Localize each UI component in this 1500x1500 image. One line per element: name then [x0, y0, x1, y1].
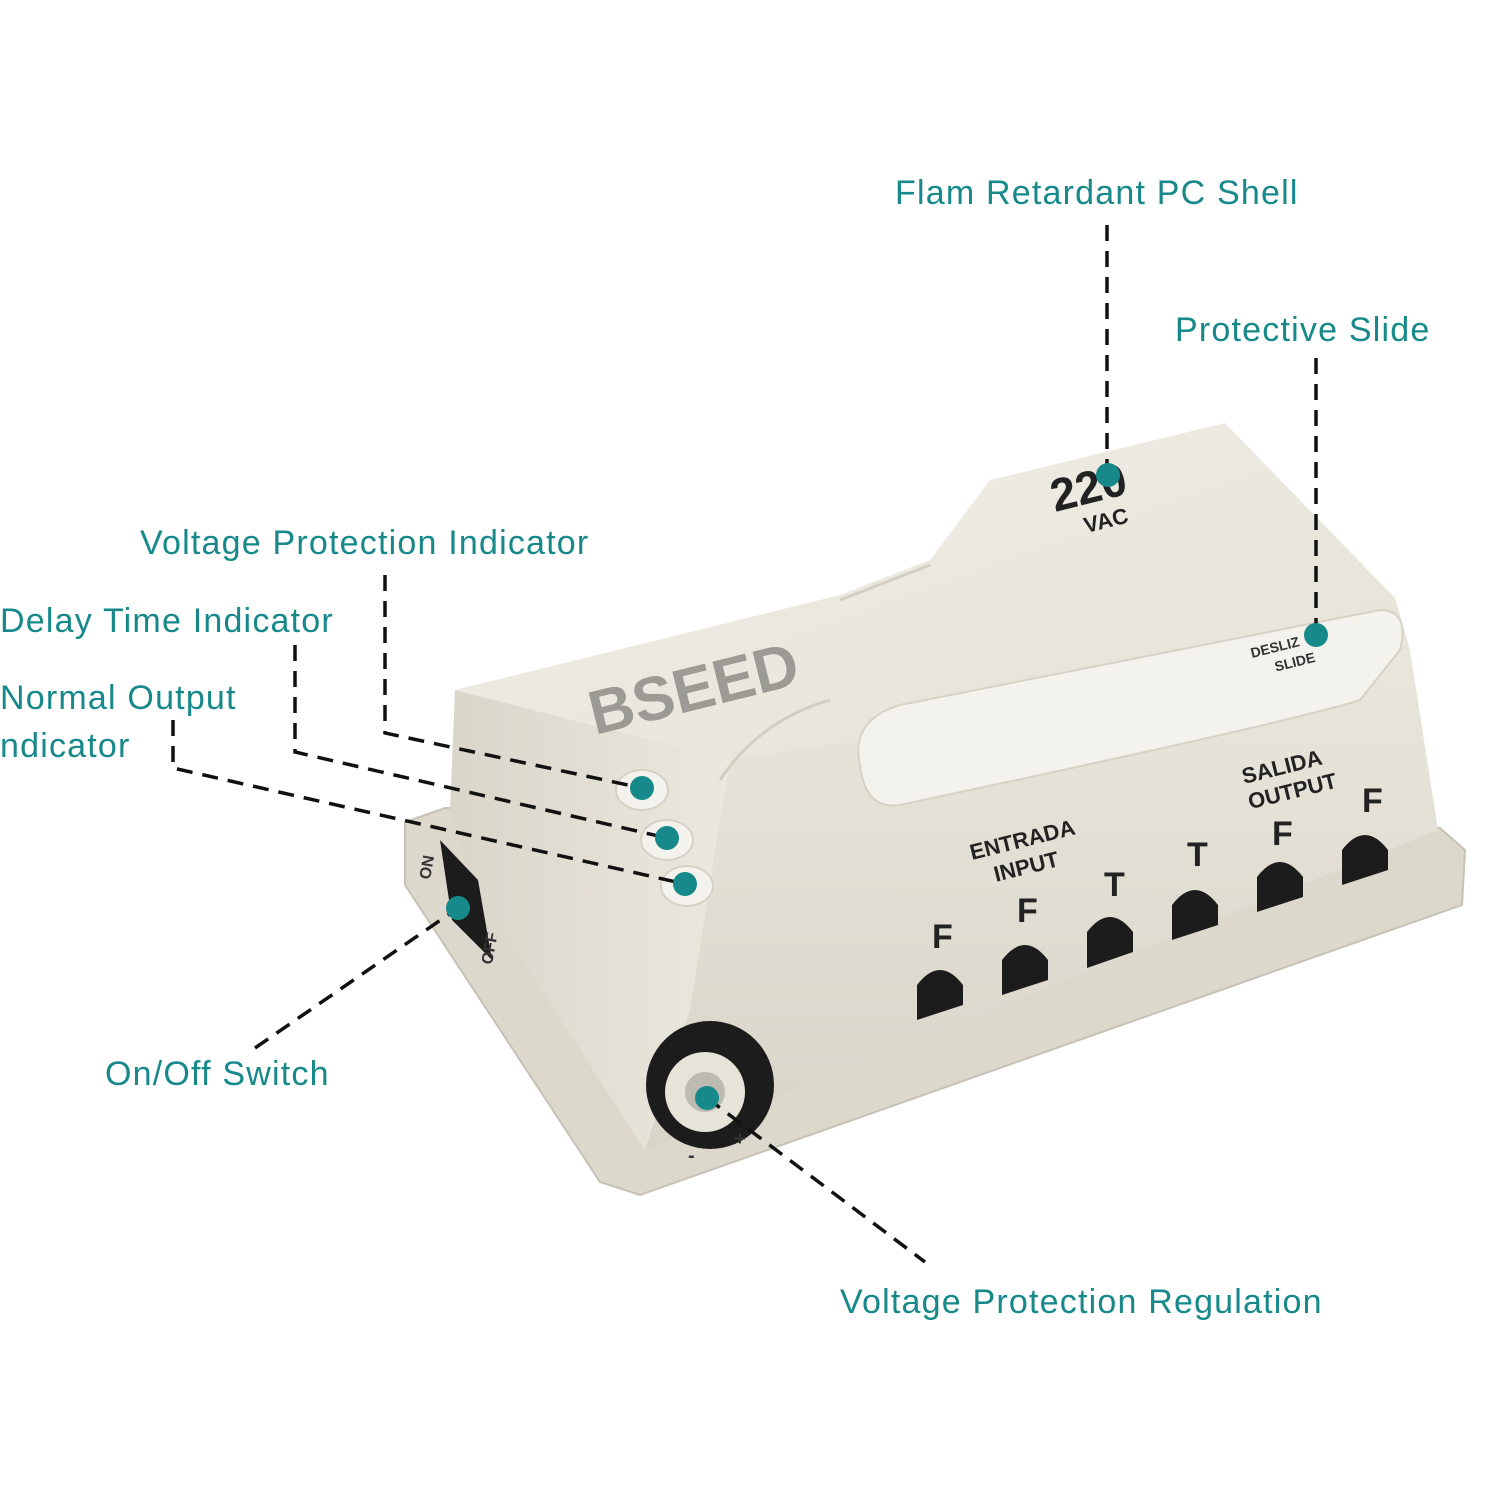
leader-lines: [171, 225, 1318, 1264]
knob-minus-label: -: [688, 1145, 695, 1167]
dot-shell: [1096, 463, 1120, 487]
label-switch: On/Off Switch: [105, 1055, 330, 1093]
callout-labels: Flam Retardant PC Shell Protective Slide…: [0, 174, 1430, 1321]
shell-step: [718, 563, 931, 781]
dot-switch: [446, 896, 470, 920]
terminal-1: F: [917, 918, 963, 1020]
label-voltage-indicator: Voltage Protection Indicator: [140, 524, 589, 562]
callout-dots: [446, 463, 1328, 1110]
terminal-label: T: [1187, 836, 1208, 874]
leader-switch: [254, 906, 459, 1050]
terminal-label: F: [1272, 815, 1293, 853]
label-normal-output-2: ndicator: [0, 727, 131, 765]
terminal-5: F: [1257, 815, 1303, 912]
dot-voltage-indicator: [630, 776, 654, 800]
knob-plus-label: +: [734, 1128, 746, 1150]
leader-normal-output: [171, 720, 686, 886]
dot-slide: [1304, 623, 1328, 647]
terminal-label: F: [1017, 892, 1038, 930]
terminal-4: T: [1172, 836, 1218, 940]
device: BSEED 220 VAC DESLIZ SLIDE ENTRADA INPUT…: [404, 423, 1467, 1197]
switch-off-label: OFF: [479, 931, 501, 966]
terminal-6: F: [1342, 782, 1388, 885]
terminal-2: F: [1002, 892, 1048, 995]
leader-regulation: [705, 1096, 927, 1264]
leader-voltage-indicator: [383, 575, 643, 790]
switch-on-label: ON: [417, 854, 438, 881]
terminal-label: T: [1104, 866, 1125, 904]
terminal-block: F F T T F F: [917, 782, 1388, 1020]
dot-delay-indicator: [655, 826, 679, 850]
label-regulation: Voltage Protection Regulation: [840, 1283, 1323, 1321]
terminal-label: F: [932, 918, 953, 956]
top-ridge: [857, 608, 1404, 807]
dot-regulation: [695, 1086, 719, 1110]
front-face: [645, 650, 1438, 1150]
label-normal-output-1: Normal Output: [0, 679, 237, 717]
dot-normal-output: [673, 872, 697, 896]
terminal-3: T: [1087, 866, 1133, 968]
label-shell: Flam Retardant PC Shell: [895, 174, 1299, 212]
terminal-label: F: [1362, 782, 1383, 820]
leader-delay-indicator: [293, 645, 668, 840]
label-slide: Protective Slide: [1175, 311, 1430, 349]
label-delay-indicator: Delay Time Indicator: [0, 602, 334, 640]
